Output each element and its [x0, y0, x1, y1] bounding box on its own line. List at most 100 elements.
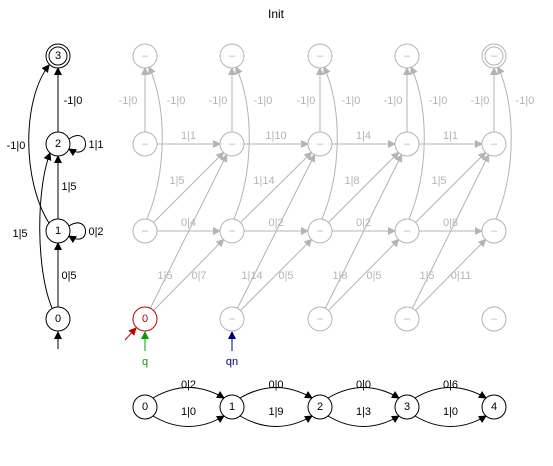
grid-node-r2-c0-label: –: [142, 225, 149, 237]
chain-node-1-label: 1: [229, 401, 235, 413]
left-node-3-label: 3: [55, 50, 61, 62]
grid-node-r0-c0-label: –: [142, 50, 149, 62]
chain-node-0-circle: [132, 394, 158, 420]
chain-bottom-edge-2: [327, 415, 400, 427]
grid-bottom-label-2: 1|14: [241, 270, 262, 282]
grid-node-r2-c2-circle: [307, 218, 333, 244]
chain-top-label-1: 0|0: [268, 379, 283, 391]
grid-up-label-0: -1|0: [119, 95, 138, 107]
left-edge-label-1-1: 0|2: [88, 226, 103, 238]
chain-top-edge-2: [327, 387, 400, 399]
chain-node-2-label: 2: [317, 401, 323, 413]
grid-row2-label-1: 1|10: [265, 130, 286, 142]
grid-node-r1-c4-circle: [481, 131, 507, 157]
left-edge-1-3: [28, 64, 50, 224]
chain-node-3-label: 3: [404, 401, 410, 413]
grid-row2-label-2: 1|4: [356, 130, 371, 142]
grid-diag12-label-1: 1|14: [253, 175, 274, 187]
left-edge-label-2-3: -1|0: [64, 95, 83, 107]
grid-node-r0-c1-circle: [219, 43, 245, 69]
chain-node-3-circle: [394, 394, 420, 420]
chain-bottom-label-0: 1|0: [181, 406, 196, 418]
left-edge-0-2: [39, 152, 53, 309]
chain-top-edge-3: [414, 387, 487, 399]
left-edge-label-0-1: 0|5: [61, 270, 76, 282]
grid-row1-label-1: 0|2: [268, 217, 283, 229]
grid-node-r0-c3-label: –: [404, 50, 411, 62]
grid-diag01-edge-2: [328, 238, 400, 311]
grid-node-r3-c3-label: –: [404, 313, 411, 325]
left-node-3-inner-circle: [48, 46, 68, 66]
chain-bottom-edge-1: [239, 415, 313, 427]
grid-bottom-label-0: 1|5: [157, 270, 172, 282]
grid-diag02-edge-0: [149, 153, 228, 309]
pointer-qn-label: qn: [226, 356, 238, 368]
grid-row2-label-0: 1|1: [181, 130, 196, 142]
grid-diag12-edge-2: [328, 151, 400, 223]
grid-node-r0-c1-label: –: [229, 50, 236, 62]
grid-up-label-2: -1|0: [297, 95, 316, 107]
chain-top-label-2: 0|0: [356, 379, 371, 391]
grid-node-r1-c1-label: –: [229, 138, 236, 150]
left-node-1-label: 1: [55, 225, 61, 237]
chain-top-label-3: 0|6: [443, 379, 458, 391]
grid-diag01-edge-0: [153, 238, 225, 311]
grid-active-initial-arrow: [124, 327, 137, 341]
grid-node-r3-c4-circle: [481, 306, 507, 332]
grid-curve-label-4: -1|0: [516, 95, 535, 107]
grid-node-r1-c0-label: –: [142, 138, 149, 150]
grid-diag12-edge-0: [153, 151, 225, 223]
chain-node-4-label: 4: [491, 401, 497, 413]
grid-curve-edge-2: [321, 66, 338, 220]
chain-top-edge-1: [239, 387, 313, 399]
grid-row1-label-2: 0|2: [356, 217, 371, 229]
left-node-1-circle: [45, 218, 71, 244]
grid-node-r0-c0-circle: [132, 43, 158, 69]
grid-node-r2-c2-label: –: [317, 225, 324, 237]
grid-up-label-4: -1|0: [471, 95, 490, 107]
grid-curve-edge-1: [233, 66, 250, 220]
grid-node-r2-c4-circle: [481, 218, 507, 244]
left-edge-label-1-3: -1|0: [7, 140, 26, 152]
grid-bottom-label-4: 1|8: [332, 270, 347, 282]
grid-node-r3-c2-circle: [307, 306, 333, 332]
grid-bottom-label-7: 0|11: [451, 270, 471, 282]
chain-node-1-circle: [219, 394, 245, 420]
grid-node-r3-c3-circle: [394, 306, 420, 332]
left-edge-label-0-2: 1|5: [12, 228, 27, 240]
grid-node-r1-c3-circle: [394, 131, 420, 157]
grid-diag12-label-0: 1|5: [169, 175, 184, 187]
chain-bottom-label-2: 1|3: [356, 406, 371, 418]
grid-node-r2-c1-circle: [219, 218, 245, 244]
grid-node-r0-c3-circle: [394, 43, 420, 69]
grid-node-r0-c2-label: –: [317, 50, 324, 62]
left-edge-1-1: [68, 222, 86, 244]
grid-node-r0-c4-circle: [481, 43, 507, 69]
left-node-0-circle: [45, 306, 71, 332]
grid-node-r1-c4-label: –: [491, 138, 498, 150]
grid-node-r2-c0-circle: [132, 218, 158, 244]
grid-row1-label-3: 0|8: [443, 217, 458, 229]
grid-row1-label-0: 0|4: [181, 217, 196, 229]
grid-curve-label-0: -1|0: [167, 95, 186, 107]
grid-diag01-edge-3: [415, 238, 487, 311]
grid-bottom-label-1: 0|7: [191, 270, 206, 282]
grid-node-r2-c4-label: –: [491, 225, 498, 237]
chain-bottom-label-3: 1|0: [443, 406, 458, 418]
chain-node-2-circle: [307, 394, 333, 420]
chain-bottom-edge-0: [152, 415, 225, 427]
grid-node-r1-c1-circle: [219, 131, 245, 157]
grid-node-r0-c4-label: –: [491, 50, 498, 62]
chain-bottom-label-1: 1|9: [268, 406, 283, 418]
left-edge-label-1-2: 1|5: [61, 181, 76, 193]
grid-curve-label-1: -1|0: [254, 95, 273, 107]
grid-curve-edge-3: [408, 66, 425, 220]
grid-node-r1-c3-label: –: [404, 138, 411, 150]
chain-top-edge-0: [152, 387, 225, 399]
grid-node-r1-c0-circle: [132, 131, 158, 157]
grid-diag12-label-2: 1|8: [344, 175, 359, 187]
grid-node-r3-c4-label: –: [491, 313, 498, 325]
chain-bottom-edge-3: [414, 415, 487, 427]
